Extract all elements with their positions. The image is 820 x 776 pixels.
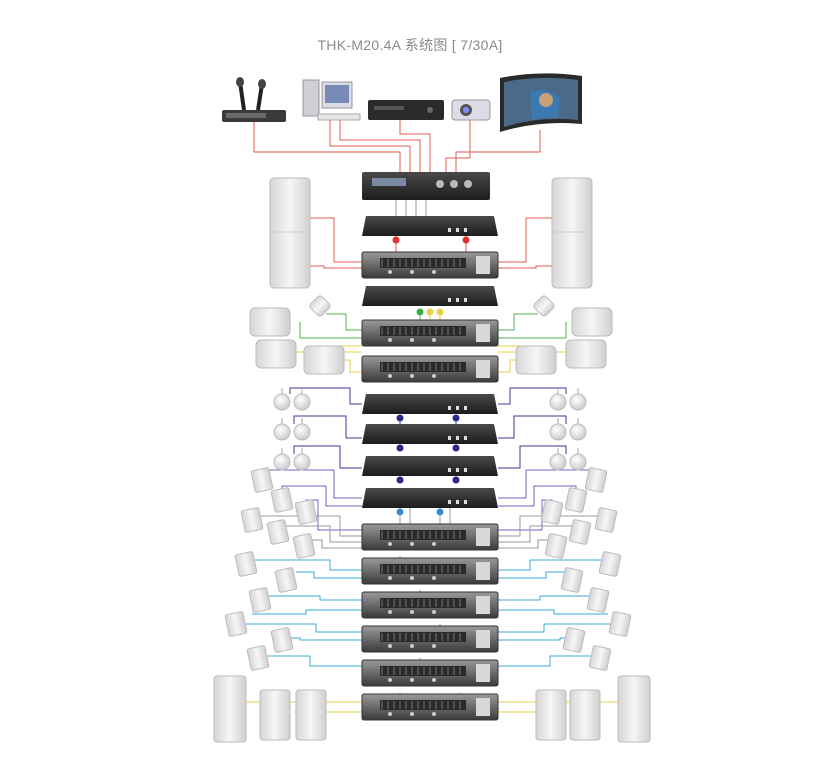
- processor-icon: [362, 456, 498, 476]
- matrix-controller-icon: [362, 172, 490, 200]
- projection-screen-icon: [500, 73, 582, 132]
- connector-dot: [392, 236, 400, 244]
- wall-speaker-icon: [562, 627, 586, 653]
- ceiling-ball-speaker-icon: [549, 448, 567, 471]
- wall-speaker-icon: [292, 533, 316, 559]
- wall-speaker-icon: [594, 507, 618, 533]
- amplifier-icon: [361, 251, 499, 279]
- ceiling-ball-speaker-icon: [273, 418, 291, 441]
- wall-speaker-icon: [568, 519, 592, 545]
- connector-dot: [426, 308, 434, 316]
- connector-dot: [416, 308, 424, 316]
- ceiling-ball-speakers: [273, 388, 587, 471]
- processor-icon: [362, 286, 498, 306]
- wall-speaker-icon: [294, 499, 318, 525]
- computer-icon: [302, 79, 361, 121]
- ceiling-ball-speaker-icon: [293, 418, 311, 441]
- wall-speaker-icon: [266, 519, 290, 545]
- wall-speaker-icon: [608, 611, 632, 637]
- amplifier-icon: [361, 557, 499, 585]
- connector-dot: [452, 476, 460, 484]
- connector-dot: [396, 414, 404, 422]
- amplifier-icon: [361, 319, 499, 347]
- processor-icon: [362, 424, 498, 444]
- wall-speaker-icon: [234, 551, 258, 577]
- amplifier-icon: [361, 523, 499, 551]
- wall-speaker-icon: [544, 533, 568, 559]
- wall-speaker-icon: [270, 487, 294, 513]
- processor-icon: [362, 394, 498, 414]
- amplifier-icon: [361, 659, 499, 687]
- wall-speaker-icon: [515, 295, 613, 375]
- connector-dot: [396, 508, 404, 516]
- ceiling-ball-speaker-icon: [293, 388, 311, 411]
- wall-speaker-icon: [540, 499, 564, 525]
- ceiling-ball-speaker-icon: [549, 388, 567, 411]
- ceiling-ball-speaker-icon: [569, 418, 587, 441]
- connector-dot: [462, 236, 470, 244]
- connector-dot: [452, 414, 460, 422]
- wall-speaker-icon: [274, 567, 298, 593]
- ceiling-ball-speaker-icon: [569, 448, 587, 471]
- wall-speaker-icon: [598, 551, 622, 577]
- wall-speaker-icon: [240, 507, 264, 533]
- equipment-rack: [361, 172, 499, 721]
- processor-icon: [362, 216, 498, 236]
- wall-speaker-icon: [246, 645, 270, 671]
- wall-speaker-icon: [588, 645, 612, 671]
- column-speaker-icon: [551, 177, 593, 289]
- wall-speaker-icon: [584, 467, 608, 493]
- wall-speaker-icon: [250, 467, 274, 493]
- wall-speaker-icon: [248, 587, 272, 613]
- column-speaker-icon: [269, 177, 311, 289]
- amplifier-icon: [361, 625, 499, 653]
- connector-dot: [436, 308, 444, 316]
- wall-speaker-icon: [224, 611, 248, 637]
- projector-icon: [451, 99, 491, 121]
- ceiling-ball-speaker-icon: [549, 418, 567, 441]
- wall-speaker-icon: [270, 627, 294, 653]
- amplifier-icon: [361, 693, 499, 721]
- ceiling-ball-speaker-icon: [293, 448, 311, 471]
- amplifier-icon: [361, 591, 499, 619]
- wall-speaker-icon: [586, 587, 610, 613]
- connector-dot: [452, 444, 460, 452]
- amplifier-icon: [361, 355, 499, 383]
- diagram-title: THK-M20.4A 系统图 [ 7/30A]: [317, 37, 503, 53]
- dvd-player-icon: [368, 100, 444, 120]
- wall-speaker-icon: [249, 295, 345, 375]
- connector-dot: [436, 508, 444, 516]
- floor-speaker-icon: [213, 675, 327, 743]
- ceiling-ball-speaker-icon: [273, 448, 291, 471]
- wireless-microphone-receiver-icon: [222, 77, 286, 122]
- processor-icon: [362, 488, 498, 508]
- connector-dot: [396, 444, 404, 452]
- floor-speaker-icon: [535, 675, 651, 743]
- wall-speaker-icon: [564, 487, 588, 513]
- ceiling-ball-speaker-icon: [569, 388, 587, 411]
- wall-speaker-icon: [560, 567, 584, 593]
- ceiling-ball-speaker-icon: [273, 388, 291, 411]
- connector-dot: [396, 476, 404, 484]
- wall-speaker-group: [224, 467, 632, 671]
